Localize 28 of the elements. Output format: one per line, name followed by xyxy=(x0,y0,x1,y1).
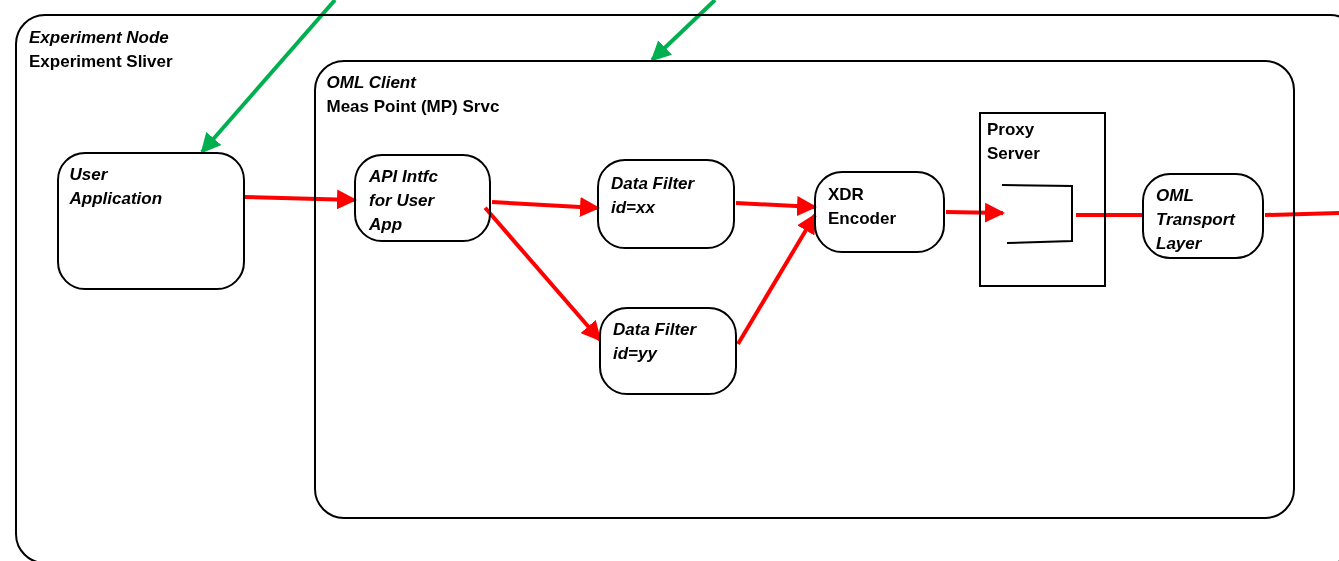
process-box xyxy=(1142,173,1264,259)
process-box xyxy=(56,151,245,290)
node-label: API Intfc for User App xyxy=(369,166,439,236)
arrow xyxy=(650,0,717,62)
node-label: Experiment Sliver xyxy=(29,51,174,73)
arrow xyxy=(200,0,337,154)
process-box xyxy=(354,154,491,242)
arrow xyxy=(483,206,602,342)
arrow xyxy=(735,196,817,217)
oml-client-container xyxy=(313,59,1295,519)
proxy-server-box xyxy=(979,112,1106,287)
node-label: OML Client xyxy=(326,71,418,94)
node-label: XDR Encoder xyxy=(828,184,898,230)
process-box xyxy=(599,307,737,395)
arrow xyxy=(491,196,600,217)
arrow xyxy=(945,202,1005,223)
node-label: OML Transport Layer xyxy=(1156,185,1237,255)
process-box xyxy=(597,159,735,249)
experiment-node-container xyxy=(15,14,1339,561)
process-box xyxy=(814,171,945,253)
node-label: Proxy Server xyxy=(987,119,1041,165)
node-label: User Application xyxy=(69,163,164,210)
arrow xyxy=(244,189,357,210)
node-label: Meas Point (MP) Srvc xyxy=(326,95,501,118)
node-label: Data Filter id=xx xyxy=(611,173,696,219)
arrow xyxy=(736,213,817,345)
node-label: Experiment Node xyxy=(29,27,170,49)
node-label: Data Filter id=yy xyxy=(613,319,698,365)
